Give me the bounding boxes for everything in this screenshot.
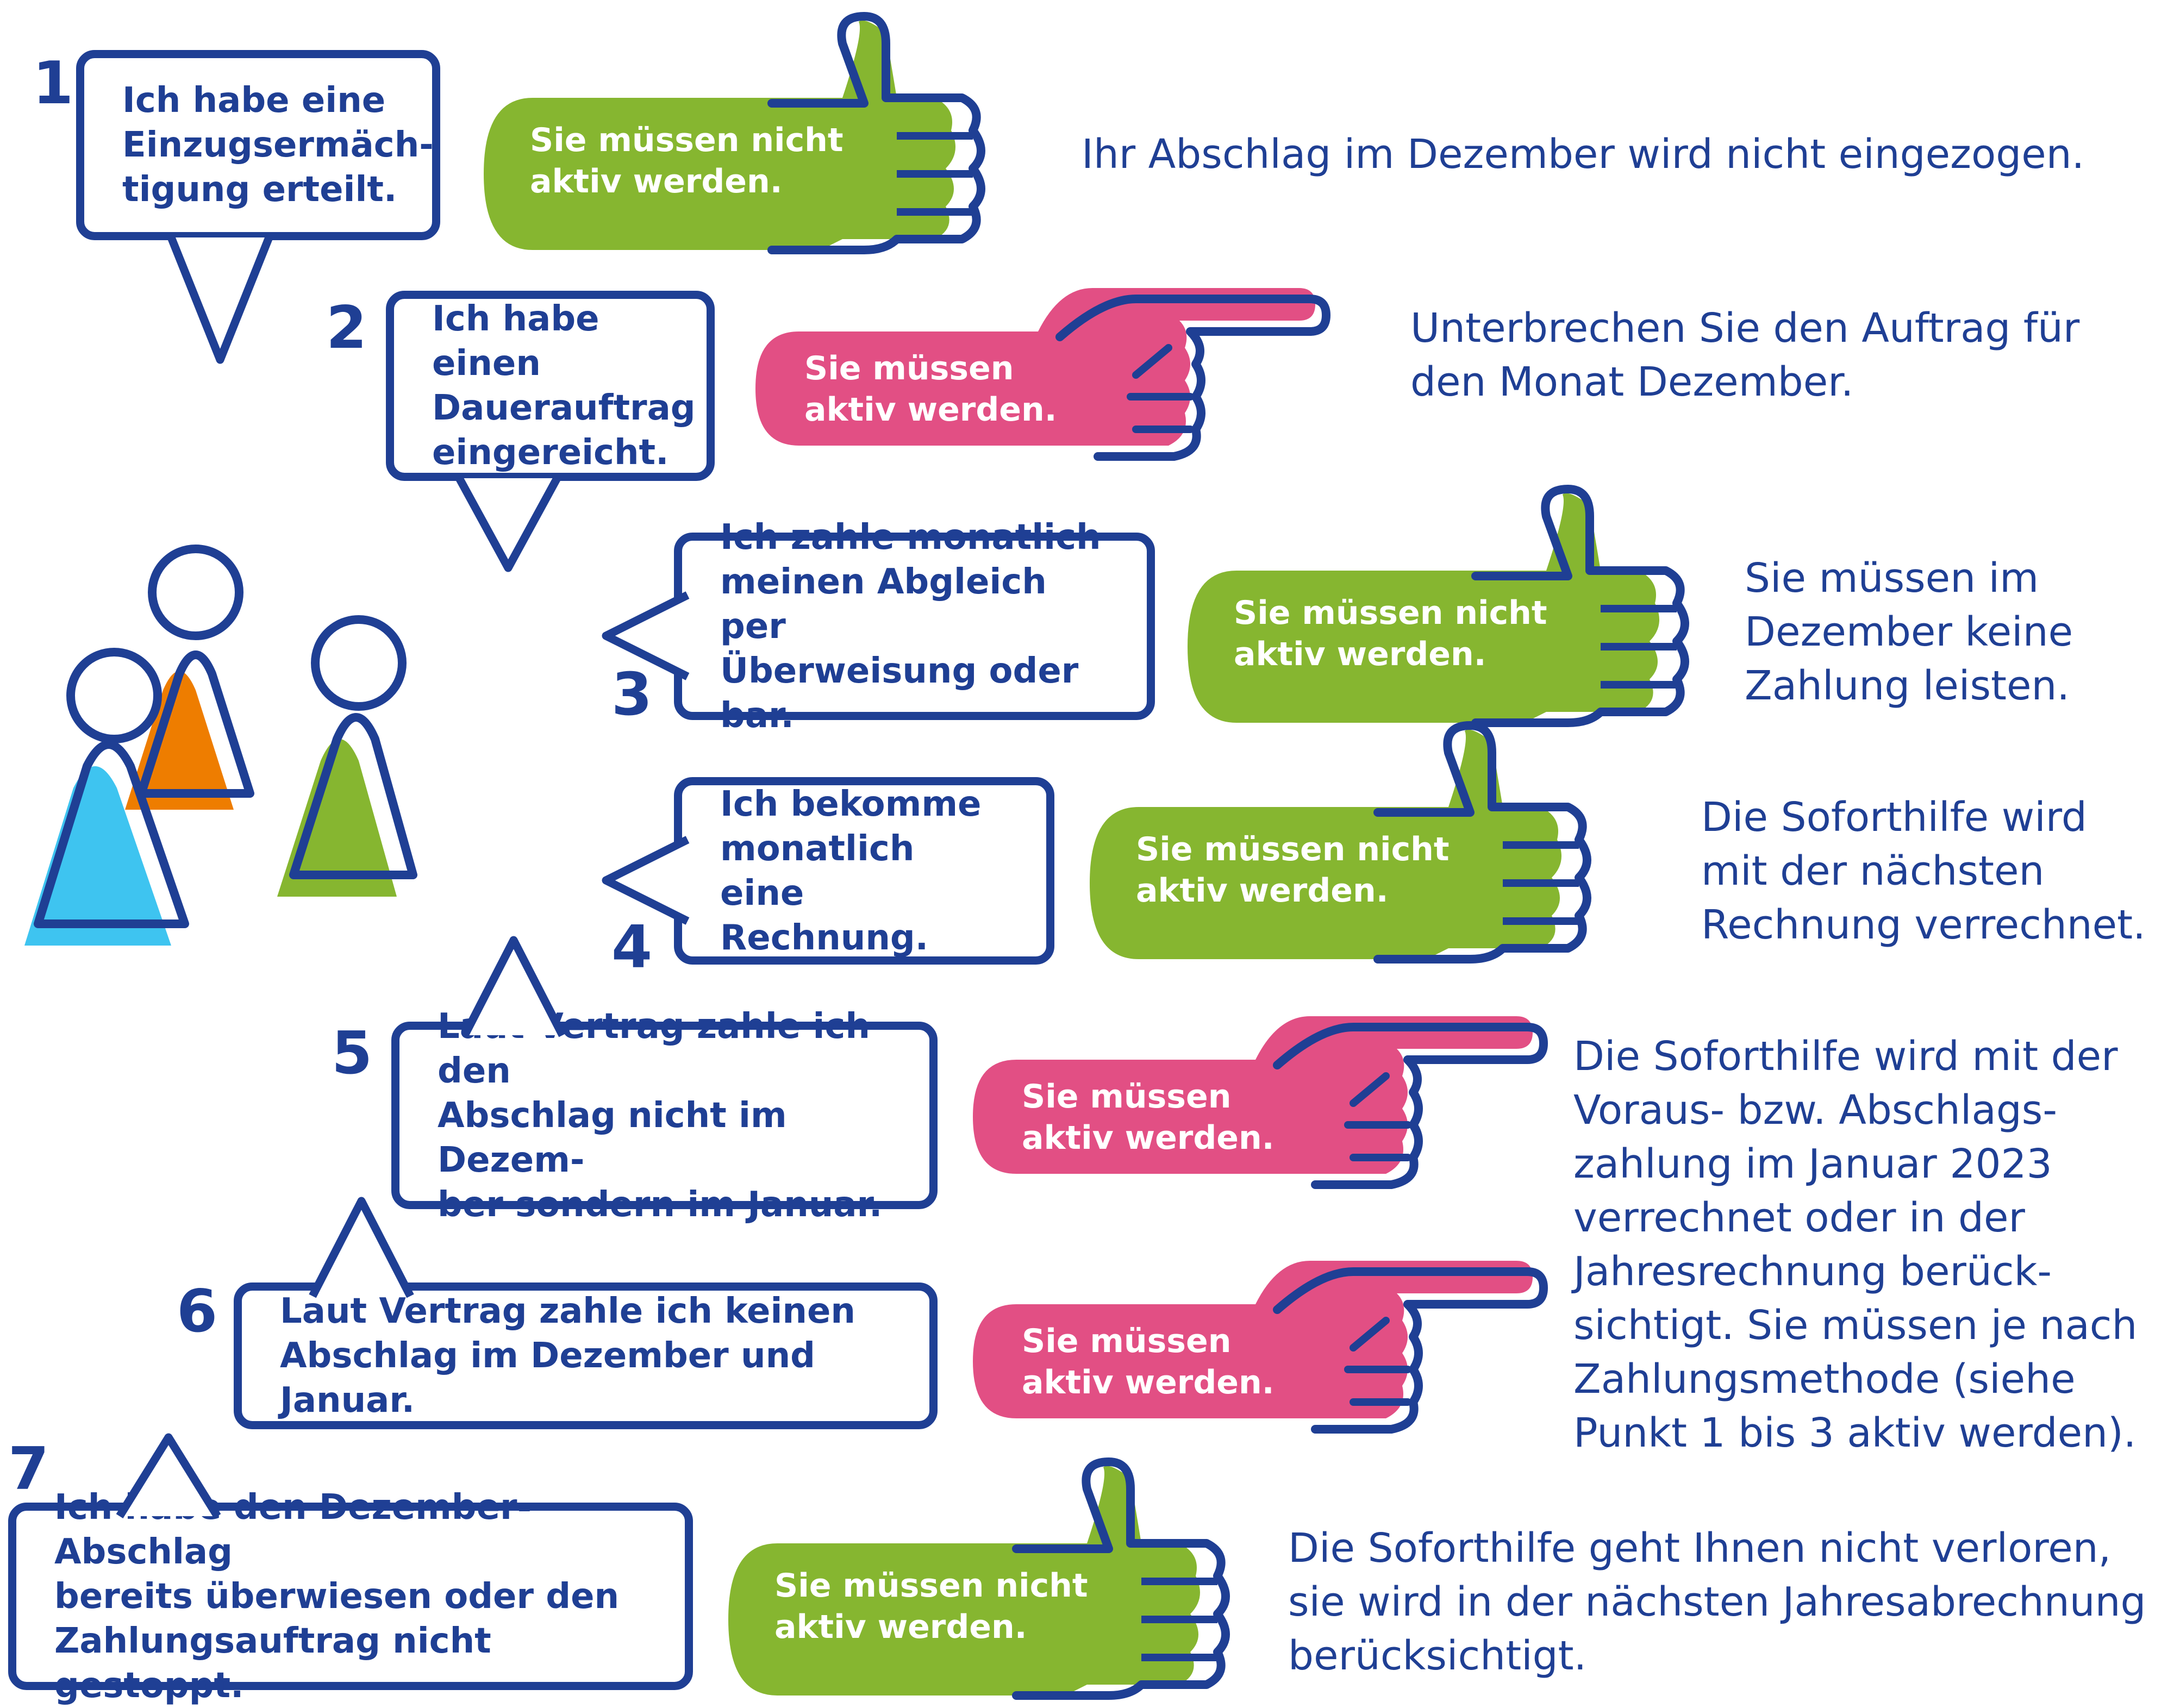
step-number-1: 1 bbox=[33, 49, 74, 117]
hand-label: Sie müssen nicht aktiv werden. bbox=[530, 121, 844, 201]
answer-text-2: Unterbrechen Sie den Auftrag für den Mon… bbox=[1410, 305, 2080, 405]
statement-text-2: Ich habe einen Dauerauftrag eingereicht. bbox=[432, 299, 696, 473]
statement-text-1: Ich habe eine Einzugsermäch- tigung erte… bbox=[122, 80, 434, 210]
statement-bubble-1: Ich habe eine Einzugsermäch- tigung erte… bbox=[76, 50, 440, 364]
hand-label: Sie müssen nicht aktiv werden. bbox=[1136, 830, 1450, 910]
hand-label: Sie müssen aktiv werden. bbox=[1022, 1078, 1275, 1157]
people-group-icon bbox=[24, 545, 417, 946]
bubble-tail bbox=[116, 1433, 221, 1518]
bubble-tail bbox=[461, 936, 566, 1037]
pointing-hand-icon: Sie müssen aktiv werden. bbox=[755, 283, 1330, 462]
statement-text-6: Laut Vertrag zahle ich keinen Abschlag i… bbox=[280, 1291, 855, 1421]
pointing-hand-icon: Sie müssen aktiv werden. bbox=[973, 1255, 1548, 1435]
step-number-7: 7 bbox=[8, 1435, 49, 1503]
statement-bubble-3: Ich zahle monatlich meinen Abgleich per … bbox=[602, 517, 1155, 736]
answer-text-4: Die Soforthilfe wird mit der nächsten Re… bbox=[1701, 794, 2146, 948]
thumbs-up-icon: Sie müssen nicht aktiv werden. bbox=[1090, 720, 1591, 970]
thumbs-up-icon: Sie müssen nicht aktiv werden. bbox=[728, 1456, 1230, 1706]
bubble-tail bbox=[167, 236, 273, 364]
statement-text-4: Ich bekomme monatlich eine Rechnung. bbox=[720, 784, 982, 958]
statement-bubble-6: Laut Vertrag zahle ich keinen Abschlag i… bbox=[234, 1197, 938, 1429]
hand-label: Sie müssen aktiv werden. bbox=[804, 349, 1057, 429]
bubble-tail bbox=[602, 836, 690, 925]
bubble-tail bbox=[602, 591, 690, 680]
bubble-tail bbox=[309, 1197, 414, 1298]
answer-text-5: Die Soforthilfe wird mit der Voraus- bzw… bbox=[1573, 1033, 2138, 1456]
statement-text-3: Ich zahle monatlich meinen Abgleich per … bbox=[720, 517, 1101, 736]
statement-bubble-5: Laut Vertrag zahle ich den Abschlag nich… bbox=[391, 936, 938, 1225]
statement-bubble-7: Ich habe den Dezember-Abschlag bereits ü… bbox=[8, 1433, 693, 1706]
thumbs-up-icon: Sie müssen nicht aktiv werden. bbox=[1188, 484, 1689, 734]
step-number-6: 6 bbox=[177, 1278, 218, 1346]
answer-text-3: Sie müssen im Dezember keine Zahlung lei… bbox=[1745, 555, 2073, 709]
statement-bubble-4: Ich bekomme monatlich eine Rechnung. bbox=[602, 777, 1054, 965]
answer-text-7: Die Soforthilfe geht Ihnen nicht verlore… bbox=[1288, 1525, 2146, 1679]
bubble-tail bbox=[455, 476, 561, 572]
step-number-4: 4 bbox=[611, 914, 653, 981]
hand-label: Sie müssen nicht aktiv werden. bbox=[774, 1567, 1088, 1646]
thumbs-up-icon: Sie müssen nicht aktiv werden. bbox=[484, 11, 985, 261]
statement-bubble-2: Ich habe einen Dauerauftrag eingereicht. bbox=[386, 291, 715, 572]
step-number-2: 2 bbox=[326, 294, 367, 362]
step-number-5: 5 bbox=[332, 1019, 373, 1087]
answer-text-1: Ihr Abschlag im Dezember wird nicht eing… bbox=[1082, 131, 2085, 178]
hand-label: Sie müssen nicht aktiv werden. bbox=[1234, 594, 1547, 673]
hand-label: Sie müssen aktiv werden. bbox=[1022, 1322, 1275, 1402]
pointing-hand-icon: Sie müssen aktiv werden. bbox=[973, 1011, 1548, 1190]
step-number-3: 3 bbox=[611, 661, 653, 729]
